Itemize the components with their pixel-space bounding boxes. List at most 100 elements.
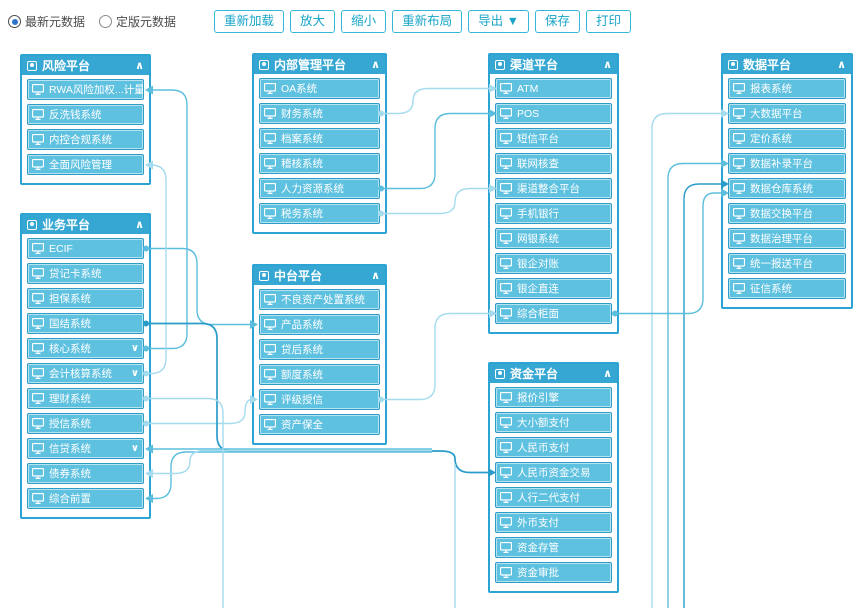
panel-header-middle[interactable]: 中台平台∧ [254, 266, 385, 285]
system-node[interactable]: 档案系统 [259, 128, 380, 149]
system-node[interactable]: 大小额支付 [495, 412, 612, 433]
panel-header-channel[interactable]: 渠道平台 ∧ [490, 55, 617, 74]
system-node[interactable]: 资金审批 [495, 562, 612, 583]
system-node[interactable]: 内控合规系统 [27, 129, 144, 150]
system-node[interactable]: 资产保全 [259, 414, 380, 435]
system-node[interactable]: 债券系统 [27, 463, 144, 484]
system-node-label: 会计核算系统 [49, 368, 112, 380]
system-node[interactable]: 数据交换平台 [728, 203, 846, 224]
system-node[interactable]: 大数据平台 [728, 103, 846, 124]
save-button[interactable]: 保存 [534, 10, 580, 33]
system-node[interactable]: 国结系统 [27, 313, 144, 334]
system-node[interactable]: 数据仓库系统 [728, 178, 846, 199]
monitor-icon [500, 283, 512, 294]
panel-header-data[interactable]: 数据平台∧ [723, 55, 851, 74]
system-node[interactable]: 综合前置 [27, 488, 144, 509]
system-node[interactable]: 会计核算系统 ∨ [27, 363, 144, 384]
connection-line [381, 87, 491, 115]
expand-icon[interactable]: ∨ [130, 343, 139, 354]
export-dropdown-button[interactable]: 导出 ▼ [468, 10, 529, 33]
radio-latest-metadata[interactable]: 最新元数据 [8, 13, 85, 30]
system-node[interactable]: 征信系统 [728, 278, 846, 299]
system-node[interactable]: 核心系统∨ [27, 338, 144, 359]
monitor-icon [264, 319, 276, 330]
system-node-label: 手机银行 [517, 208, 559, 220]
system-node[interactable]: 数据补录平台 [728, 153, 846, 174]
collapse-icon[interactable]: ∧ [837, 58, 846, 71]
system-node[interactable]: 银企直连 [495, 278, 612, 299]
connection-line [381, 312, 491, 401]
system-node[interactable]: 统一报送平台 [728, 253, 846, 274]
system-node-label: 人民币支付 [517, 442, 570, 454]
system-node[interactable]: 外币支付 [495, 512, 612, 533]
monitor-icon [733, 83, 745, 94]
collapse-icon[interactable]: ∧ [135, 59, 144, 72]
system-node[interactable]: 全面风险管理 [27, 154, 144, 175]
system-node[interactable]: 额度系统 [259, 364, 380, 385]
panel-header-business[interactable]: 业务平台∧ [22, 215, 149, 234]
system-node[interactable]: 产品系统 [259, 314, 380, 335]
system-node[interactable]: 定价系统 [728, 128, 846, 149]
system-node[interactable]: 反洗钱系统 [27, 104, 144, 125]
system-node[interactable]: 不良资产处置系统 [259, 289, 380, 310]
system-node[interactable]: 贷记卡系统 [27, 263, 144, 284]
system-node[interactable]: 评级授信 [259, 389, 380, 410]
reload-button[interactable]: 重新加载 [214, 10, 285, 33]
system-node[interactable]: RWA风险加权...计量系统 [27, 79, 144, 100]
system-node[interactable]: 网银系统 [495, 228, 612, 249]
panel-header-risk[interactable]: 风险平台∧ [22, 56, 149, 75]
zoom-in-button[interactable]: 放大 [290, 10, 336, 33]
system-node[interactable]: 人力资源系统 [259, 178, 380, 199]
panel-header-internal-mgmt[interactable]: 内部管理平台 ∧ [254, 55, 385, 74]
system-node[interactable]: ATM [495, 78, 612, 99]
system-node-label: 稽核系统 [281, 158, 323, 170]
system-node[interactable]: 手机银行 [495, 203, 612, 224]
expand-icon[interactable]: ∨ [130, 443, 139, 454]
panel-title: 内部管理平台 [274, 58, 347, 72]
zoom-out-button[interactable]: 缩小 [341, 10, 387, 33]
monitor-icon [32, 109, 44, 120]
system-node[interactable]: 报价引擎 [495, 387, 612, 408]
system-node[interactable]: 人行二代支付 [495, 487, 612, 508]
system-node[interactable]: 财务系统 [259, 103, 380, 124]
system-node[interactable]: 担保系统 [27, 288, 144, 309]
collapse-icon[interactable]: ∧ [603, 367, 612, 380]
system-node[interactable]: 报表系统 [728, 78, 846, 99]
system-node[interactable]: 税务系统 [259, 203, 380, 224]
monitor-icon [500, 233, 512, 244]
panel-body: OA系统财务系统档案系统稽核系统人力资源系统税务系统 [254, 74, 385, 232]
toolbar-buttons: 重新加载 放大 缩小 重新布局 导出 ▼ 保存 打印 [214, 10, 631, 33]
monitor-icon [264, 394, 276, 405]
system-node[interactable]: 联网核查 [495, 153, 612, 174]
system-node[interactable]: OA系统 [259, 78, 380, 99]
collapse-icon[interactable]: ∧ [371, 269, 380, 282]
system-node[interactable]: 授信系统 [27, 413, 144, 434]
system-node[interactable]: 渠道整合平台 [495, 178, 612, 199]
expand-icon[interactable]: ∨ [130, 368, 139, 379]
system-node[interactable]: 资金存管 [495, 537, 612, 558]
system-node-label: 资金存管 [517, 542, 559, 554]
relayout-button[interactable]: 重新布局 [392, 10, 463, 33]
collapse-icon[interactable]: ∧ [371, 58, 380, 71]
system-node[interactable]: 贷后系统 [259, 339, 380, 360]
system-node[interactable]: 银企对账 [495, 253, 612, 274]
system-node[interactable]: 综合柜面 [495, 303, 612, 324]
panel-title: 渠道平台 [510, 58, 559, 72]
platform-icon [259, 270, 269, 281]
system-node[interactable]: 数据治理平台 [728, 228, 846, 249]
panel-header-funds[interactable]: 资金平台∧ [490, 364, 617, 383]
system-node[interactable]: ECIF [27, 238, 144, 259]
radio-selected-icon[interactable] [8, 15, 21, 28]
system-node[interactable]: 短信平台 [495, 128, 612, 149]
system-node[interactable]: 稽核系统 [259, 153, 380, 174]
collapse-icon[interactable]: ∧ [135, 218, 144, 231]
radio-fixed-metadata[interactable]: 定版元数据 [99, 13, 176, 30]
system-node[interactable]: 人民币资金交易 [495, 462, 612, 483]
radio-unselected-icon[interactable] [99, 15, 113, 28]
system-node[interactable]: 信贷系统∨ [27, 438, 144, 459]
system-node[interactable]: 人民币支付 [495, 437, 612, 458]
system-node[interactable]: 理财系统 [27, 388, 144, 409]
system-node[interactable]: POS [495, 103, 612, 124]
print-button[interactable]: 打印 [585, 10, 631, 33]
collapse-icon[interactable]: ∧ [603, 58, 612, 71]
